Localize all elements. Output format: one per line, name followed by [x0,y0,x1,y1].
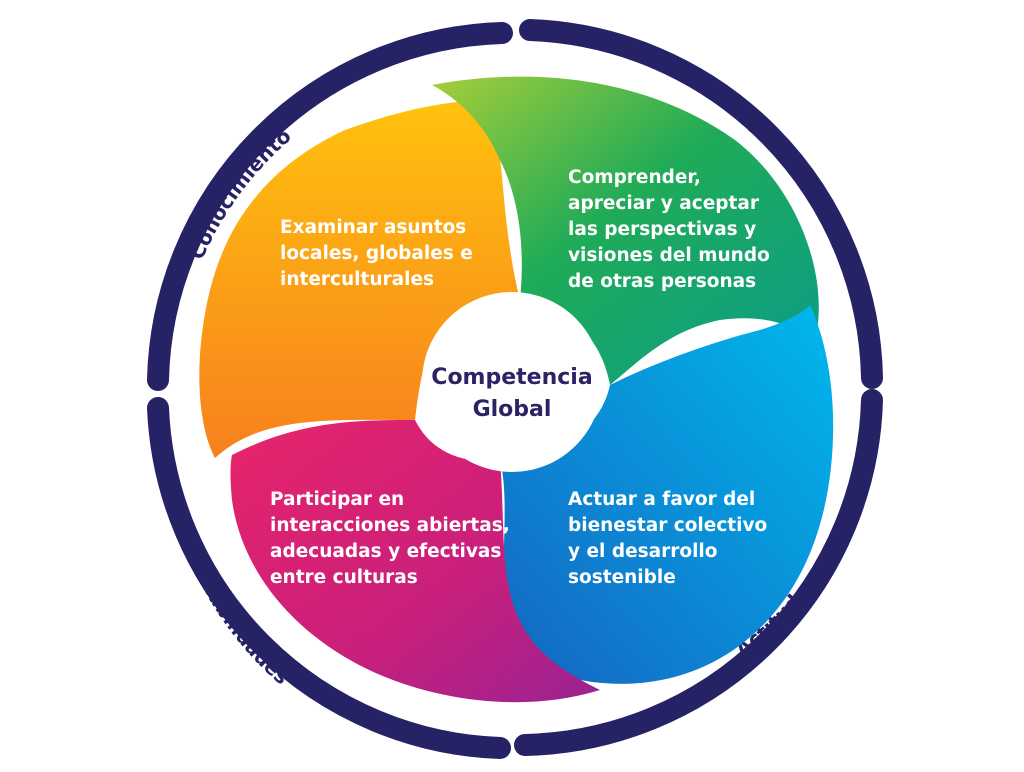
petal-bottom-right [500,305,834,684]
petal-text-line: interculturales [280,269,435,290]
petal-text-line: visiones del mundo [568,245,770,266]
petal-text-line: de otras personas [568,271,757,292]
ring-segment-top-left [147,22,513,391]
ring-segment-bottom-right [514,389,883,756]
center-title-line-2: Global [472,397,552,422]
petal-text-line: sostenible [568,567,676,588]
ring-segment-bottom-left [147,397,511,759]
petal-text-line: Actuar a favor del [568,489,756,510]
outer-ring [147,19,883,759]
petal-text-line: locales, globales e [280,243,473,264]
petal-top-right [432,76,819,385]
center-circle [422,292,602,472]
petal-text-line: y el desarrollo [568,541,718,562]
petal-text-line: bienestar colectivo [568,515,768,536]
petal-text-line: apreciar y aceptar [568,193,759,214]
petal-top-left [199,100,520,458]
petal-text-line: Participar en [270,489,405,510]
petal-text-line: entre culturas [270,567,418,588]
ring-segment-top-right [519,19,883,389]
petal-text-line: interacciones abiertas, [270,515,510,536]
petal-text-bottom-right: Actuar a favor del bienestar colectivo y… [568,487,767,591]
petal-text-line: las perspectivas y [568,219,757,240]
petal-text-top-right: Comprender, apreciar y aceptar las persp… [568,165,770,295]
center-title: Competencia Global [412,362,612,426]
petal-text-line: adecuadas y efectivas [270,541,502,562]
petal-bottom-left [230,420,600,703]
center-title-line-1: Competencia [431,365,593,390]
petal-text-line: Examinar asuntos [280,217,467,238]
petal-text-top-left: Examinar asuntos locales, globales e int… [280,215,473,293]
petal-text-line: Comprender, [568,167,701,188]
petal-text-bottom-left: Participar en interacciones abiertas, ad… [270,487,510,591]
